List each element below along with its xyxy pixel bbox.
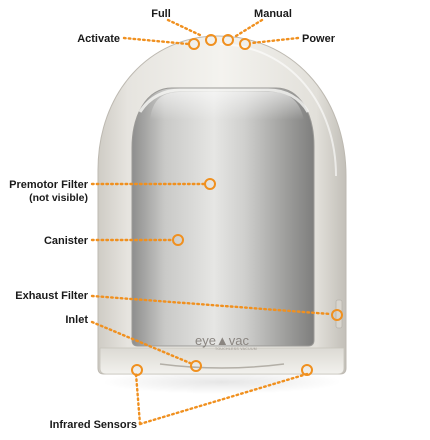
label-premotor-filter: Premotor Filter (not visible) bbox=[9, 179, 89, 204]
eyevac-device: eye▲vac TOUCHLESS VACUUM bbox=[97, 35, 347, 375]
leader-manual bbox=[234, 18, 264, 38]
leader-inlet bbox=[90, 320, 192, 365]
canister-window bbox=[131, 87, 315, 347]
label-activate: Activate bbox=[77, 33, 120, 45]
markers bbox=[131, 34, 343, 376]
marker-activate bbox=[188, 38, 200, 50]
marker-canister bbox=[172, 234, 184, 246]
leader-power bbox=[250, 36, 300, 45]
label-premotor-filter-text: Premotor Filter bbox=[9, 179, 89, 191]
leader-lines bbox=[90, 18, 332, 426]
marker-infrared-right bbox=[301, 364, 313, 376]
label-inlet: Inlet bbox=[65, 314, 88, 326]
label-manual: Manual bbox=[254, 8, 292, 20]
label-canister: Canister bbox=[44, 235, 89, 247]
leader-infrared-right bbox=[138, 372, 309, 426]
label-infrared-sensors: Infrared Sensors bbox=[50, 419, 137, 431]
leader-full bbox=[166, 18, 204, 38]
window-lip bbox=[138, 88, 310, 113]
marker-infrared-left bbox=[131, 364, 143, 376]
window-reflection bbox=[150, 92, 304, 120]
label-full: Full bbox=[151, 8, 171, 20]
label-inlet-text: Inlet bbox=[65, 314, 88, 326]
device-base bbox=[99, 347, 345, 375]
brand-logo-text: eye▲vac bbox=[195, 333, 250, 348]
label-power: Power bbox=[302, 33, 336, 45]
marker-exhaust-filter bbox=[331, 309, 343, 321]
leader-infrared-left bbox=[134, 372, 142, 426]
label-activate-text: Activate bbox=[77, 33, 120, 45]
brand-tagline: TOUCHLESS VACUUM bbox=[215, 347, 257, 351]
marker-full bbox=[205, 34, 217, 46]
floor-shadow bbox=[102, 370, 342, 394]
brand-logo: eye▲vac TOUCHLESS VACUUM bbox=[195, 333, 257, 351]
label-exhaust-filter-text: Exhaust Filter bbox=[15, 290, 88, 302]
label-manual-text: Manual bbox=[254, 8, 292, 20]
shell-highlight bbox=[219, 43, 337, 177]
leader-exhaust-filter bbox=[90, 294, 332, 316]
label-premotor-filter-note: (not visible) bbox=[29, 192, 88, 204]
label-exhaust-filter: Exhaust Filter bbox=[15, 290, 88, 302]
label-infrared-sensors-text: Infrared Sensors bbox=[50, 419, 137, 431]
marker-power bbox=[239, 38, 251, 50]
inlet-slot bbox=[159, 363, 285, 369]
leader-activate bbox=[122, 36, 190, 46]
label-full-text: Full bbox=[151, 8, 171, 20]
label-power-text: Power bbox=[302, 33, 336, 45]
marker-premotor-filter bbox=[204, 178, 216, 190]
marker-inlet bbox=[190, 360, 202, 372]
label-canister-text: Canister bbox=[44, 235, 89, 247]
marker-manual bbox=[222, 34, 234, 46]
